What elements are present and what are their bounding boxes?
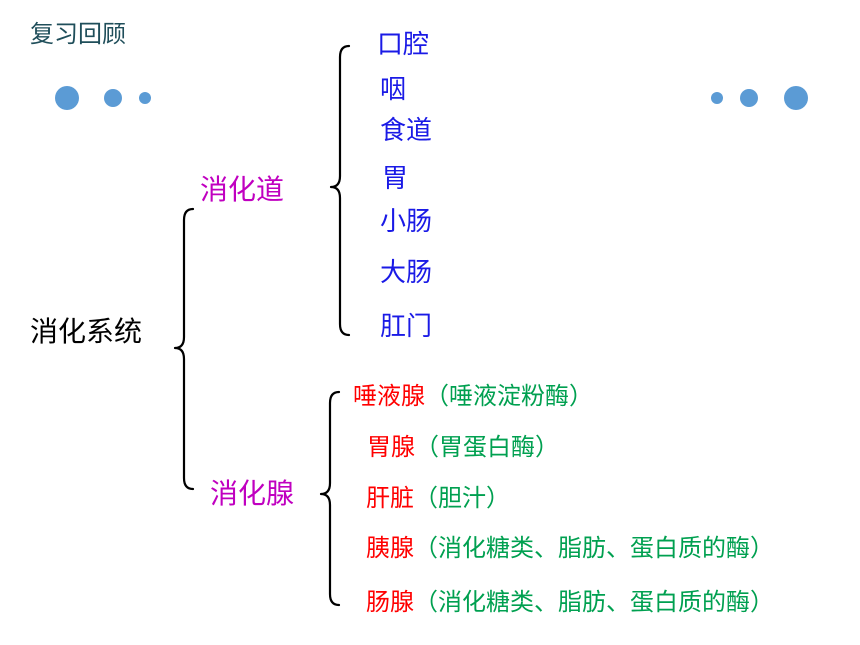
dot-large — [784, 86, 808, 110]
gland-name: 唾液腺 — [353, 382, 425, 410]
gland-item: 胰腺（消化糖类、脂肪、蛋白质的酶） — [366, 536, 774, 560]
dot-large — [55, 86, 79, 110]
gland-enzyme: （消化糖类、脂肪、蛋白质的酶） — [414, 534, 774, 562]
gland-item: 胃腺（胃蛋白酶） — [367, 435, 559, 459]
organ-item: 咽 — [380, 75, 407, 105]
gland-name: 胃腺 — [367, 433, 415, 461]
page-title: 复习回顾 — [30, 20, 126, 48]
dot-small — [139, 92, 151, 104]
organ-item: 小肠 — [380, 207, 433, 237]
gland-item: 肝脏（胆汁） — [366, 486, 510, 510]
dot-medium — [740, 89, 758, 107]
gland-enzyme: （胃蛋白酶） — [415, 433, 559, 461]
gland-item: 唾液腺（唾液淀粉酶） — [353, 384, 593, 408]
gland-item: 肠腺（消化糖类、脂肪、蛋白质的酶） — [366, 590, 774, 614]
gland-enzyme: （消化糖类、脂肪、蛋白质的酶） — [414, 588, 774, 616]
brace-root — [173, 207, 195, 491]
dot-small — [711, 92, 723, 104]
brace-glands — [319, 390, 341, 607]
organ-item: 肛门 — [380, 312, 433, 342]
organ-item: 大肠 — [380, 258, 433, 288]
organ-item: 胃 — [382, 164, 409, 194]
organ-item: 食道 — [380, 116, 433, 146]
gland-enzyme: （胆汁） — [414, 484, 510, 512]
brace-tract — [329, 44, 351, 337]
gland-name: 肠腺 — [366, 588, 414, 616]
dot-medium — [104, 89, 122, 107]
gland-name: 胰腺 — [366, 534, 414, 562]
gland-name: 肝脏 — [366, 484, 414, 512]
category-tract: 消化道 — [200, 173, 285, 206]
category-glands: 消化腺 — [210, 477, 295, 510]
root-label: 消化系统 — [30, 315, 143, 348]
gland-enzyme: （唾液淀粉酶） — [425, 382, 593, 410]
organ-item: 口腔 — [377, 30, 430, 60]
